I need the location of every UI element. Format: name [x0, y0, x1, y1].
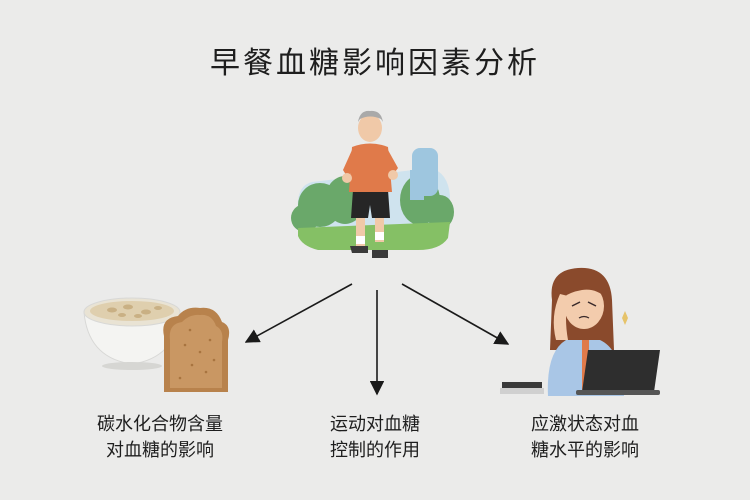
factor-label-line: 控制的作用: [330, 440, 420, 461]
factor-label-line: 糖水平的影响: [531, 440, 639, 461]
factor-label-line: 应激状态对血: [531, 414, 639, 435]
grass: [298, 222, 450, 250]
tie: [582, 340, 589, 390]
left-shoe: [350, 246, 368, 253]
hair: [358, 110, 383, 122]
book-bottom: [500, 388, 544, 394]
factor-label-line: 对血糖的影响: [106, 440, 214, 461]
head: [358, 114, 382, 142]
raised-hand: [553, 294, 568, 340]
stress-mark: [622, 311, 628, 325]
right-leg: [375, 212, 384, 242]
shirt: [349, 143, 392, 192]
toast-slice: [169, 314, 223, 388]
book-top: [502, 382, 542, 388]
factor-label-stress: 应激状态对血 糖水平的影响: [485, 412, 685, 464]
jogging-man-illustration: [291, 110, 454, 258]
factor-label-line: 运动对血糖: [330, 414, 420, 435]
factor-label-carbs: 碳水化合物含量 对血糖的影响: [60, 412, 260, 464]
laptop-screen: [582, 350, 660, 392]
oatmeal: [90, 301, 174, 321]
arrow-to-stress: [401, 283, 510, 345]
factor-label-exercise: 运动对血糖 控制的作用: [275, 412, 475, 464]
face: [564, 283, 604, 329]
laptop-base: [576, 390, 660, 395]
shorts: [351, 190, 390, 218]
stressed-woman-illustration: [500, 267, 660, 396]
factor-label-line: 碳水化合物含量: [97, 414, 223, 435]
left-leg: [356, 212, 365, 246]
bangs: [562, 279, 606, 298]
oatmeal-toast-illustration: [83, 297, 230, 392]
arrows: [244, 283, 510, 396]
arrow-to-carbs: [244, 283, 353, 343]
right-shoe: [372, 250, 388, 258]
page-title: 早餐血糖影响因素分析: [210, 46, 540, 81]
